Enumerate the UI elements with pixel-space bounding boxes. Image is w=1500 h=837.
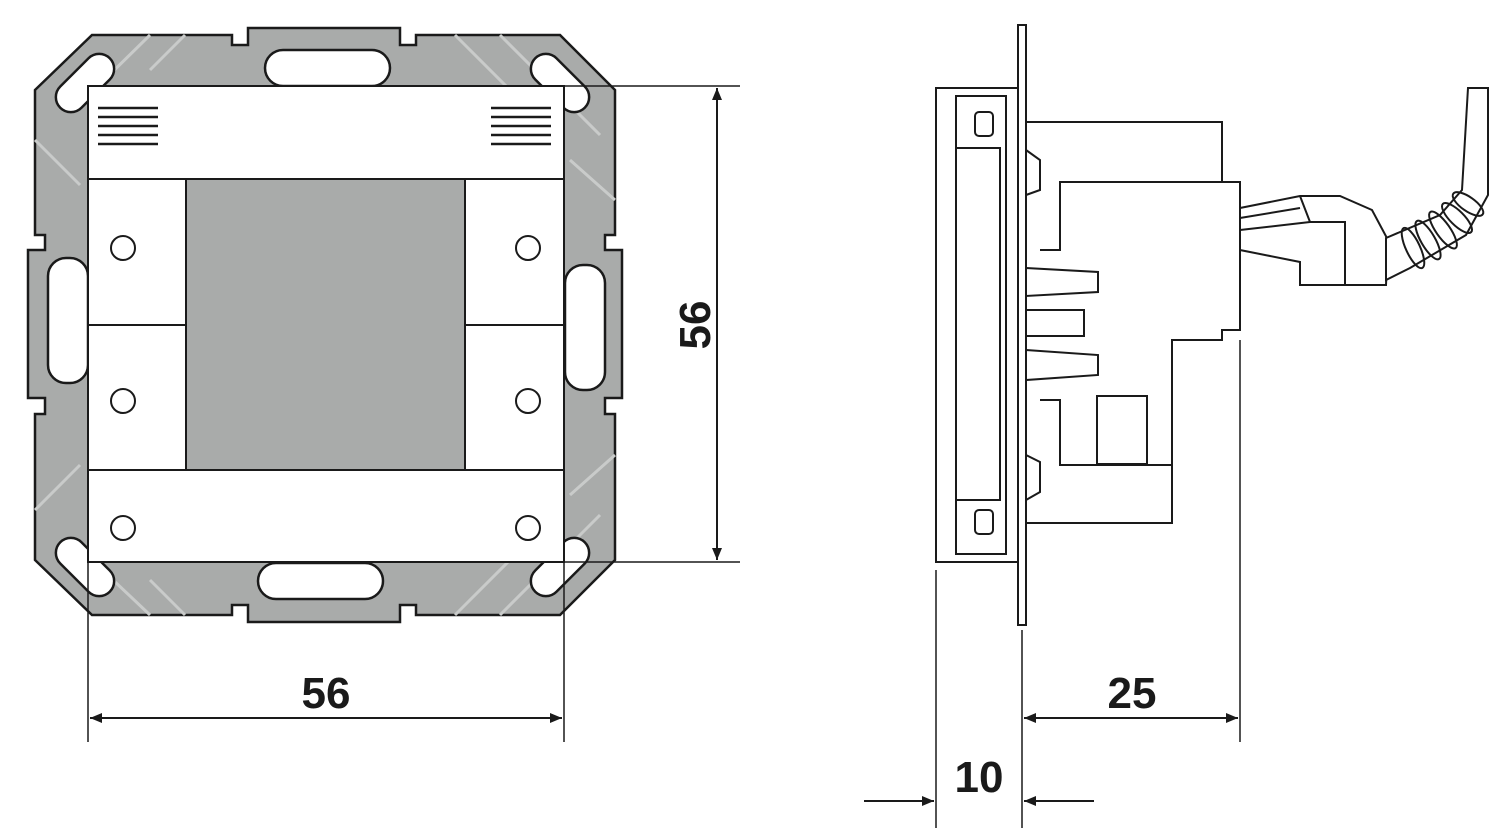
side-terminal-pin	[1025, 348, 1099, 382]
dim-front-height: 56	[564, 85, 740, 563]
side-terminal-pin	[1025, 266, 1099, 298]
indicator-led	[515, 388, 541, 414]
side-front-cover	[935, 87, 1019, 563]
side-terminal-pin	[1025, 309, 1085, 337]
slot-top	[263, 48, 392, 88]
dim-side-body-depth: 25	[1024, 669, 1238, 723]
side-cable-connector	[1239, 195, 1390, 286]
indicator-led	[110, 515, 136, 541]
indicator-led	[110, 388, 136, 414]
dim-side-front-depth: 10	[864, 753, 1094, 806]
dim-side-front-depth-label: 10	[955, 753, 1004, 802]
vent-lines-right	[491, 106, 551, 146]
front-view: 56 56	[26, 26, 740, 742]
side-housing	[1025, 121, 1241, 524]
side-clip-bottom	[974, 509, 994, 535]
dim-front-width-label: 56	[302, 669, 351, 718]
side-cable	[1385, 87, 1489, 282]
side-mounting-plate	[1017, 24, 1027, 626]
side-view	[935, 24, 1489, 828]
vent-lines-left	[98, 106, 158, 146]
side-clip-top	[974, 111, 994, 137]
dim-front-width: 56	[87, 562, 565, 742]
slot-left	[46, 256, 90, 385]
side-terminal-block	[1096, 395, 1148, 465]
indicator-led	[515, 515, 541, 541]
indicator-led	[110, 235, 136, 261]
side-cable-wraps	[1400, 191, 1485, 270]
slot-right	[563, 263, 607, 392]
display-area	[185, 178, 466, 471]
dim-side-body-depth-label: 25	[1108, 669, 1157, 718]
slot-bottom	[256, 561, 385, 601]
indicator-circles	[110, 235, 541, 541]
indicator-led	[515, 235, 541, 261]
dim-front-height-label: 56	[671, 301, 720, 350]
